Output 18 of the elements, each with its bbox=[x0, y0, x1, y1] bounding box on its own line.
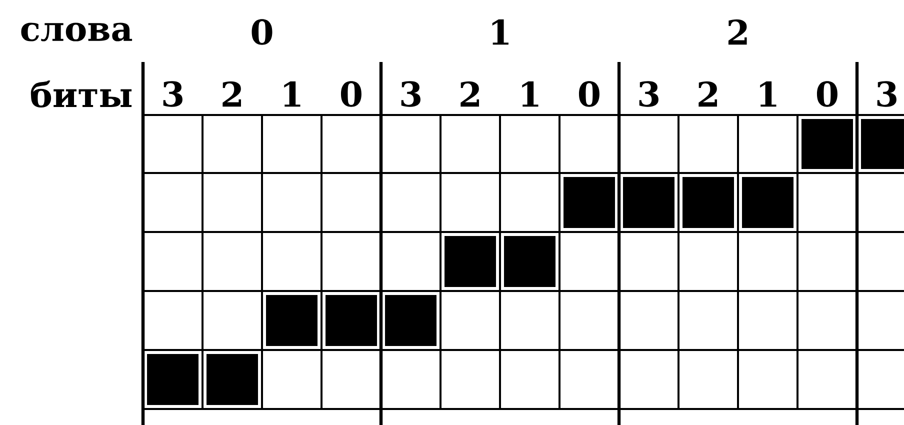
bit-number: 1 bbox=[522, 81, 538, 107]
bit-number: 3 bbox=[401, 81, 420, 107]
word-number: 0 bbox=[252, 19, 272, 45]
bit-number: 3 bbox=[639, 81, 658, 107]
bit-number: 0 bbox=[816, 81, 838, 107]
bit-number: 2 bbox=[698, 81, 717, 107]
bit-number: 2 bbox=[222, 81, 241, 107]
row-label: биты bbox=[30, 80, 132, 108]
word-number: 2 bbox=[728, 19, 747, 45]
bit-number: 3 bbox=[163, 81, 182, 107]
bit-number: 1 bbox=[760, 81, 776, 107]
word-number: 1 bbox=[492, 19, 508, 45]
bit-number: 1 bbox=[284, 81, 300, 107]
bit-number: 0 bbox=[340, 81, 362, 107]
bit-number: 2 bbox=[460, 81, 479, 107]
row-label: слова bbox=[21, 22, 132, 42]
bit-number: 0 bbox=[578, 81, 600, 107]
bit-number: 3 bbox=[877, 81, 896, 107]
